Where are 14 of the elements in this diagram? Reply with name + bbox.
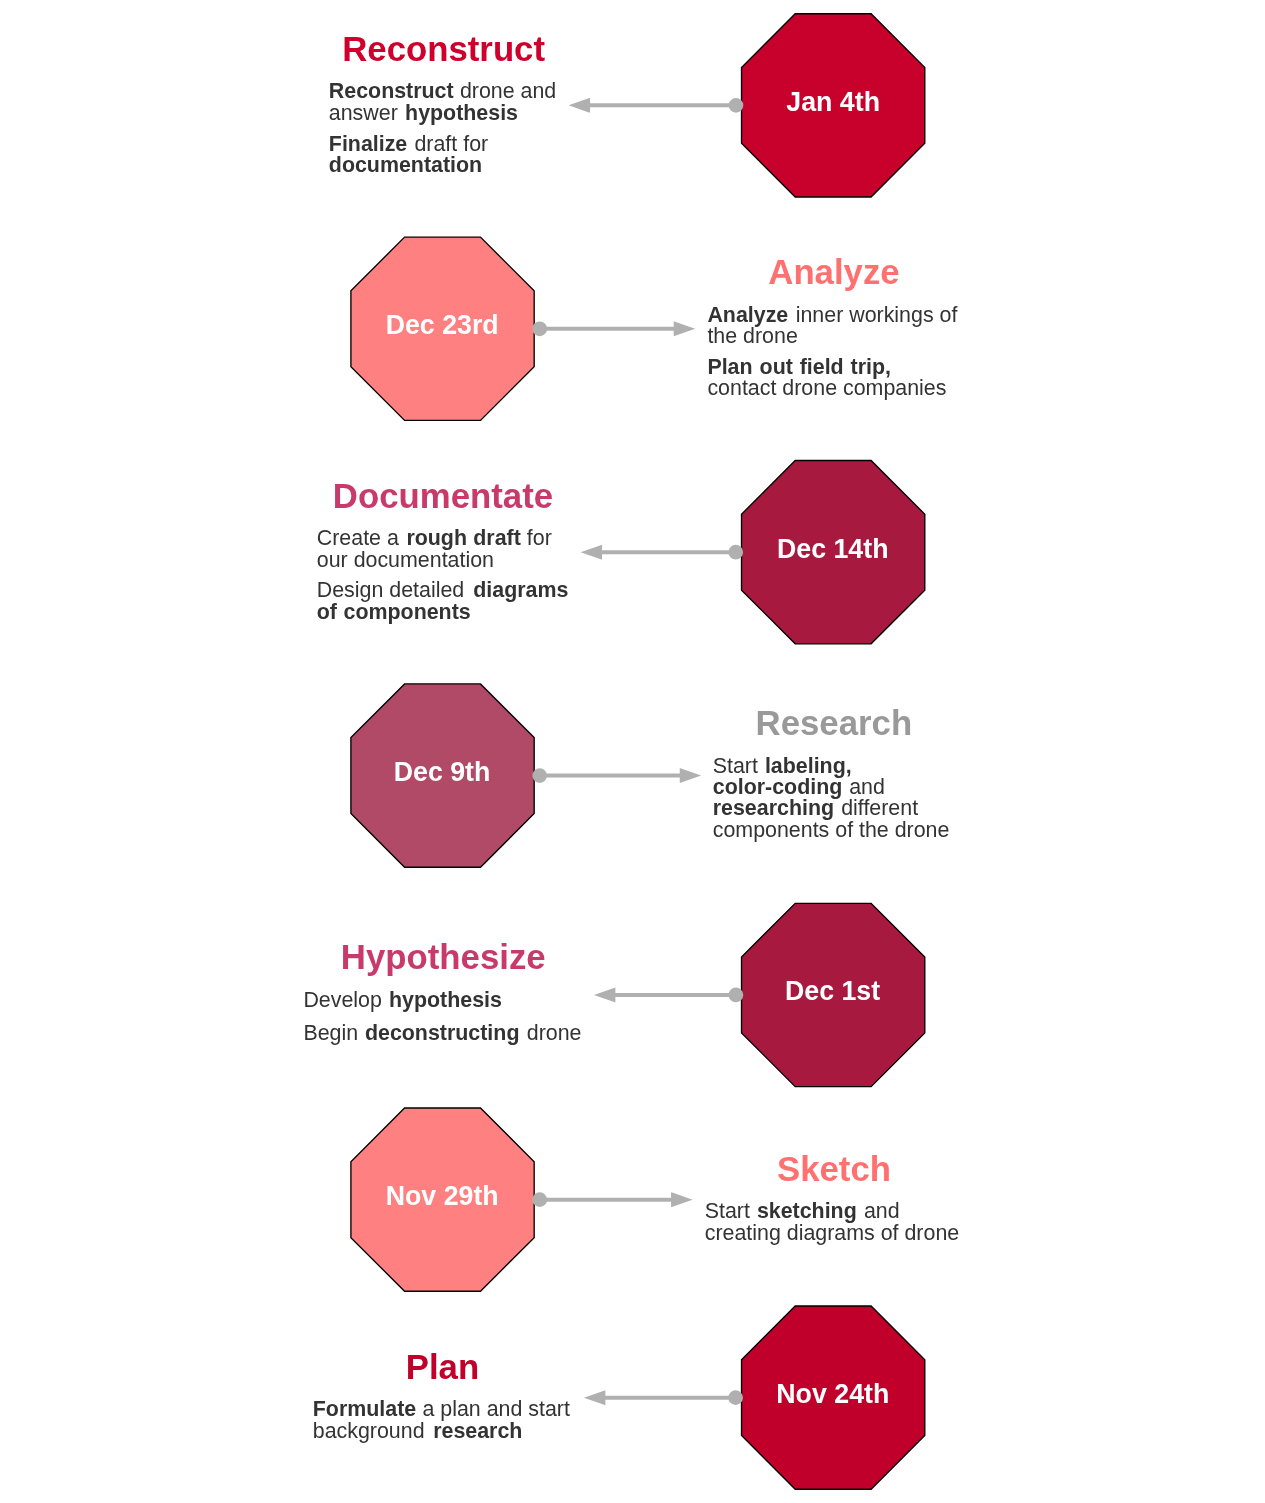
node-text: Analyze Analyze inner workings of the drone Plan out field trip, contact drone companies <box>707 253 958 401</box>
node-text: Documentate Create a rough draft for our documentation Design detailed diagrams of components <box>316 476 569 624</box>
node-text: Research Start labeling, color-coding and researching different components of the drone <box>712 704 950 842</box>
arrow <box>532 768 702 784</box>
node-text: Reconstruct Reconstruct drone and answer hypothesis Finalize draft for documentation <box>328 29 557 177</box>
node-text: Hypothesize Develop hypothesis Begin deconstructing drone <box>303 938 582 1046</box>
node-text: Sketch Start sketching and creating diagrams of drone <box>704 1149 960 1245</box>
arrow <box>583 1390 743 1406</box>
arrow <box>593 987 744 1003</box>
arrow <box>532 321 696 337</box>
node-text: Plan Formulate a plan and start background research <box>312 1347 570 1443</box>
arrow <box>580 544 744 560</box>
arrow <box>568 97 744 113</box>
arrow <box>532 1192 693 1208</box>
